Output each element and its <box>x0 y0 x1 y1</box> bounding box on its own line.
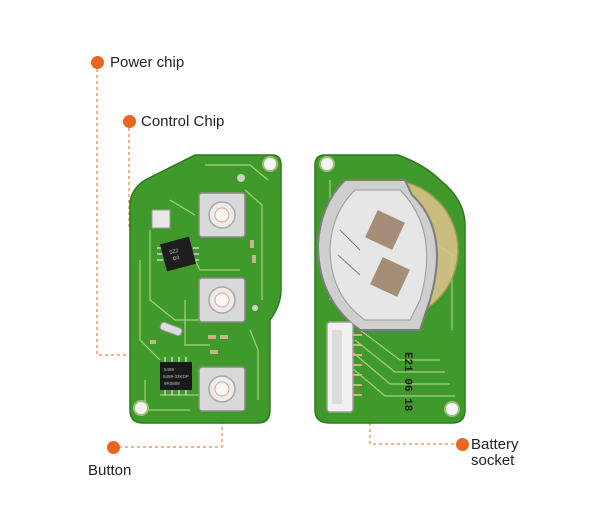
tact-button-3 <box>198 366 246 412</box>
control-chip-marker <box>123 115 136 128</box>
right-pcb: E21 06 18 <box>314 154 466 424</box>
board-date-marking: E21 06 18 <box>401 352 413 412</box>
left-pcb: SZ2 D3 5495 5499-33KDP 9R0898 <box>129 154 282 424</box>
battery-socket-component <box>326 321 362 413</box>
battery-socket-label-line2: socket <box>471 452 515 469</box>
tact-button-2 <box>198 277 246 323</box>
button-marker <box>107 441 120 454</box>
small-chip-marking-3: 9R0898 <box>164 381 180 386</box>
main-chip-marking-1: SZ2 <box>169 248 180 256</box>
battery-socket-marker <box>456 438 469 451</box>
battery-socket-label-line1: Battery <box>471 436 519 453</box>
power-chip-label: Power chip <box>110 54 185 71</box>
power-chip-marker <box>91 56 104 69</box>
tact-button-1 <box>198 192 246 238</box>
button-label: Button <box>88 462 132 479</box>
control-chip-label: Control Chip <box>141 113 225 130</box>
battery-holder <box>316 179 438 331</box>
power-chip-component: 5495 5499-33KDP 9R0898 <box>160 357 192 395</box>
small-chip-marking-1: 5495 <box>164 367 175 372</box>
main-chip-marking-2: D3 <box>172 255 180 263</box>
small-chip-marking-2: 5499-33KDP <box>163 374 189 379</box>
control-chip-component: SZ2 D3 <box>157 236 199 272</box>
